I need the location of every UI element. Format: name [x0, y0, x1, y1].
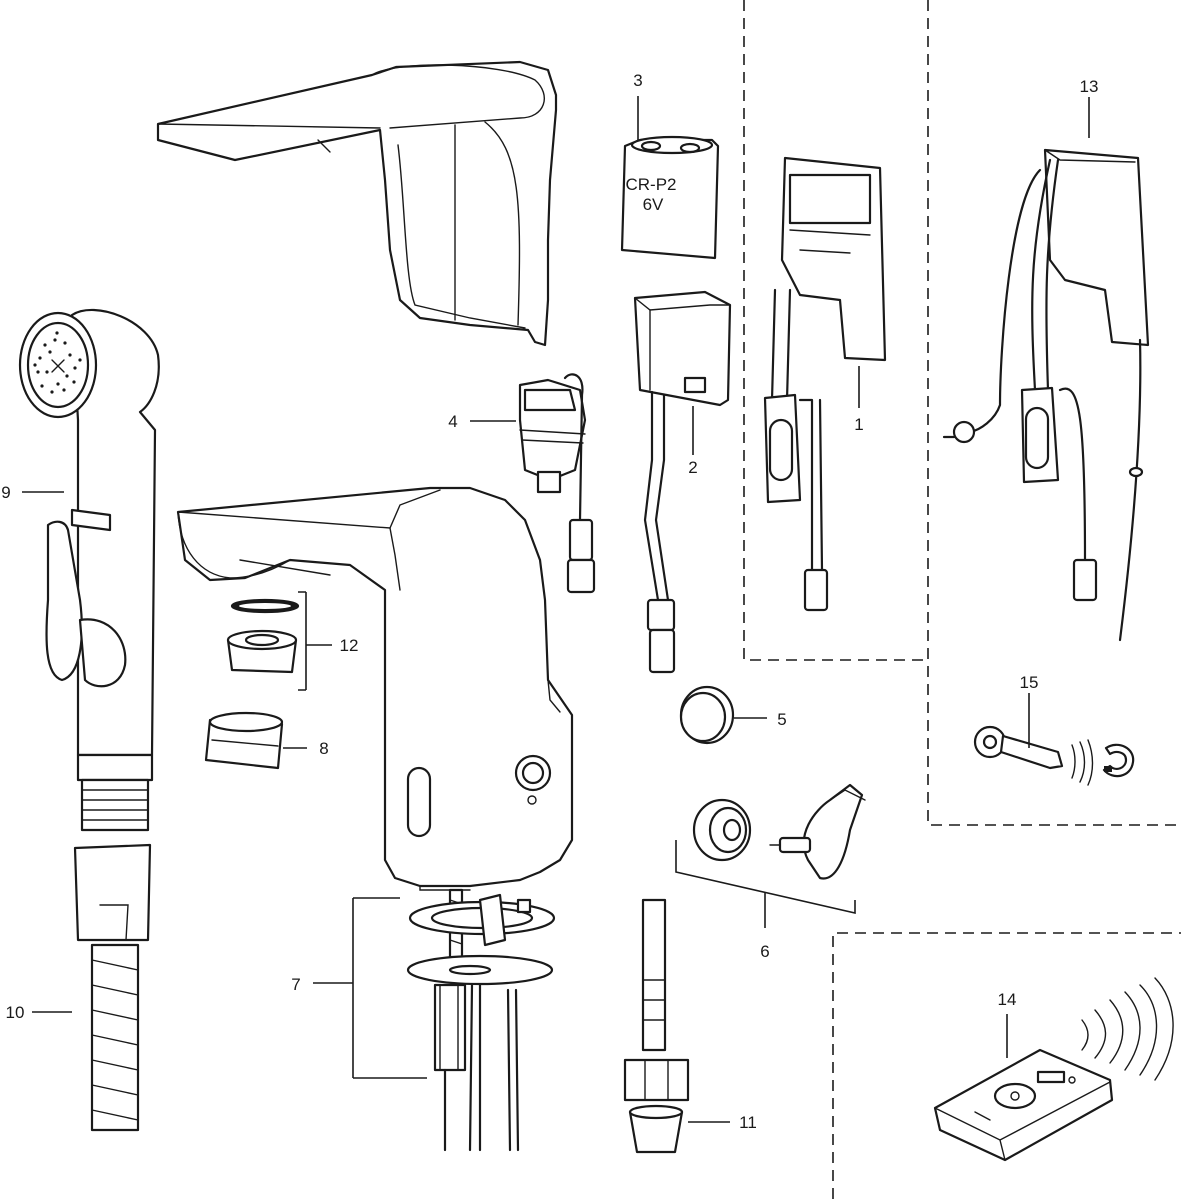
solenoid-valve-part-4	[518, 373, 596, 594]
remote-control-part-14	[933, 977, 1174, 1162]
handle-set-part-6	[692, 783, 866, 880]
dashed-box-13-15	[927, 0, 1181, 826]
supply-hose-part-11	[623, 898, 690, 1154]
callout-11: 11	[739, 1113, 757, 1132]
electronics-module-part-1	[763, 156, 887, 612]
callout-8: 8	[319, 739, 328, 758]
battery-type-text: CR-P2	[625, 175, 676, 194]
hand-shower-part-9	[18, 308, 160, 1132]
aerator-part-8	[204, 711, 284, 770]
callout-6: 6	[760, 942, 769, 961]
cap-part-5	[679, 685, 735, 745]
dashed-box-1	[743, 0, 928, 661]
main-faucet-body	[176, 486, 574, 891]
battery-part-3: CR-P2 6V	[620, 135, 720, 260]
mounting-hardware-part-7	[406, 888, 556, 1152]
callout-numbers: 1 2 3 4 5 6 7 8 9 10 11 12 13 14 15	[1, 71, 1098, 1132]
kit-boxes	[743, 0, 1181, 1199]
callout-1: 1	[854, 415, 863, 434]
aerator-set-part-12	[226, 598, 300, 674]
battery-voltage-text: 6V	[643, 195, 664, 214]
upper-spout-casing	[156, 60, 558, 347]
callout-3: 3	[633, 71, 642, 90]
callout-2: 2	[688, 458, 697, 477]
callout-9: 9	[1, 483, 10, 502]
key-part-15	[973, 725, 1135, 786]
callout-13: 13	[1080, 77, 1099, 96]
leader-lines	[22, 96, 1090, 1123]
spray-holes	[33, 331, 82, 394]
callout-7: 7	[291, 975, 300, 994]
callout-5: 5	[777, 710, 786, 729]
callout-4: 4	[448, 412, 457, 431]
callout-15: 15	[1020, 673, 1039, 692]
callout-14: 14	[998, 990, 1017, 1009]
electronics-module-part-13	[942, 148, 1150, 642]
callout-12: 12	[340, 636, 359, 655]
battery-holder-part-2	[633, 290, 732, 674]
callout-10: 10	[6, 1003, 25, 1022]
